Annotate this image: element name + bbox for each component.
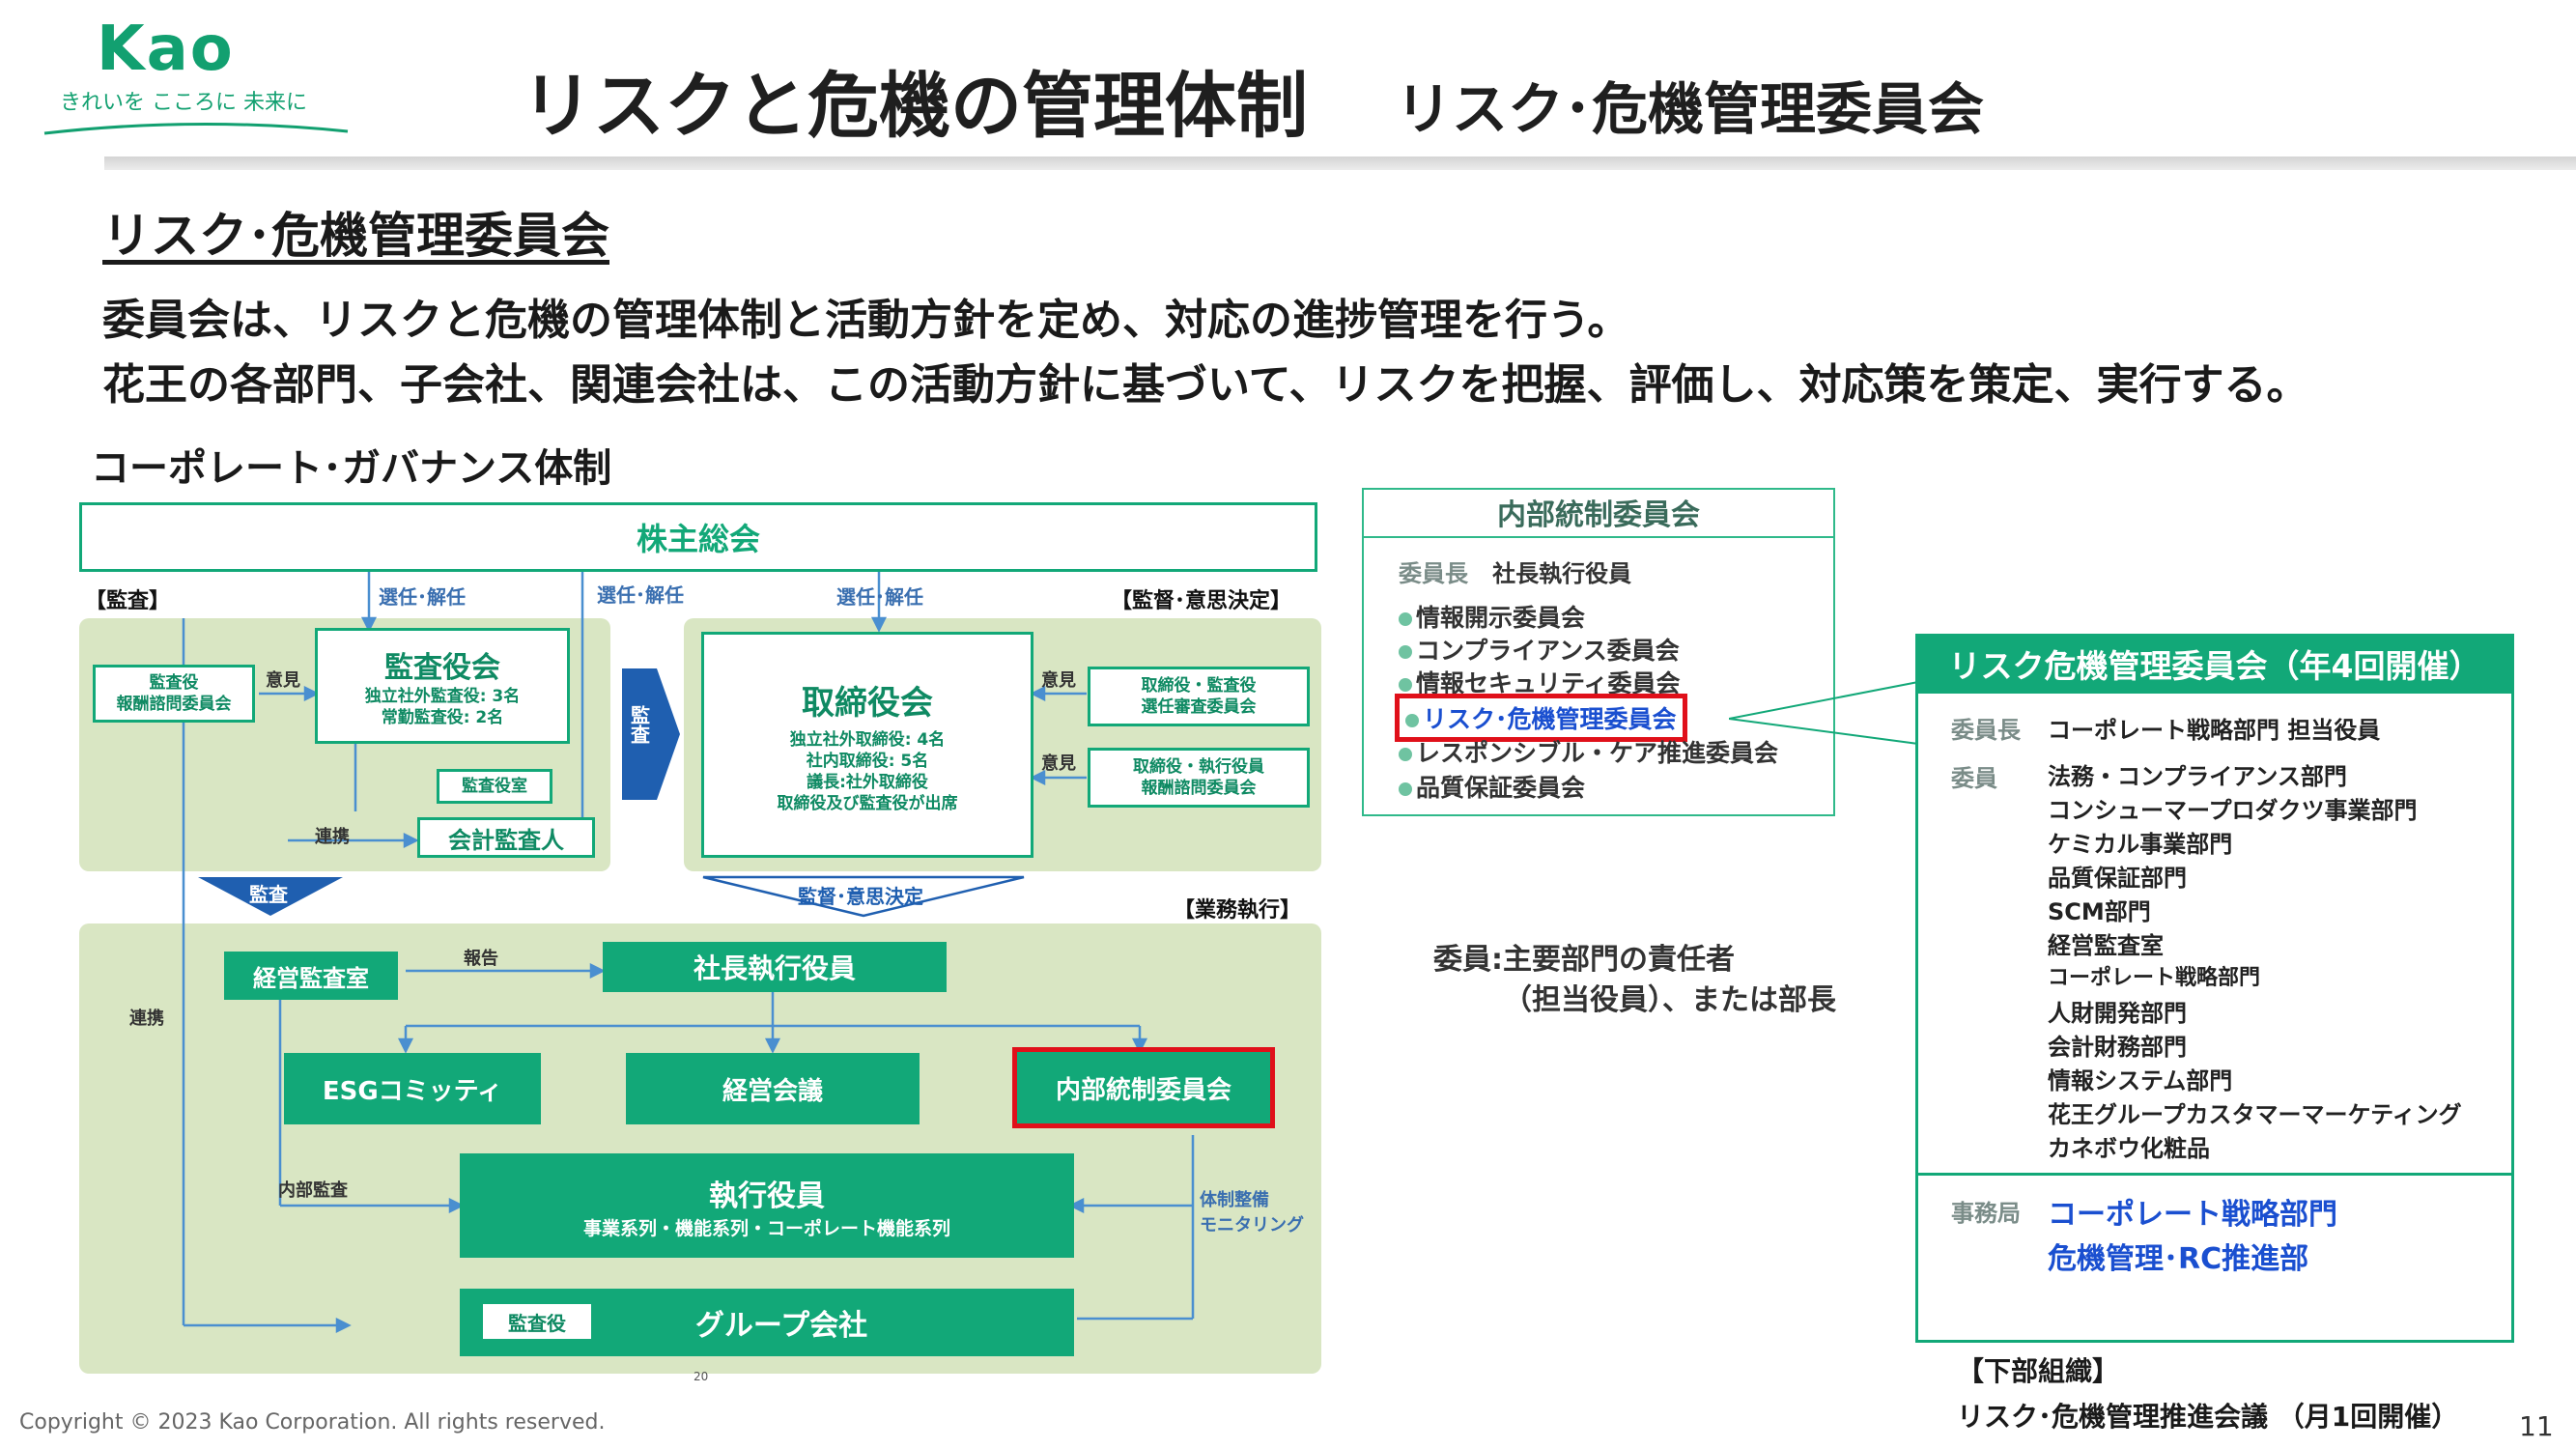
ic-item: 情報セキュリティ委員会 xyxy=(1399,665,1681,699)
board-title: 取締役会 xyxy=(802,683,933,723)
sub-org-heading: 【下部組織】 xyxy=(1957,1355,2120,1387)
label-execution: 【業務執行】 xyxy=(1174,898,1302,923)
page-number: 11 xyxy=(2519,1410,2554,1442)
members-note-line1: 委員:主要部門の責任者 xyxy=(1433,943,1735,977)
rc-divider xyxy=(1915,1173,2514,1176)
group-companies: 監査役 グループ会社 xyxy=(460,1289,1074,1356)
members-note-line2: （担当役員）、または部長 xyxy=(1503,983,1836,1017)
rc-member: コーポレート戦略部門 xyxy=(2048,966,2261,990)
executive-officers: 執行役員 事業系列・機能系列・コーポレート機能系列 xyxy=(460,1153,1074,1258)
audit-chevron-label: 監査 xyxy=(627,705,651,744)
copyright: Copyright © 2023 Kao Corporation. All ri… xyxy=(19,1410,606,1435)
cooperation-label-2: 連携 xyxy=(129,1009,164,1029)
opinion-label-3: 意見 xyxy=(1041,753,1076,774)
ic-item: 品質保証委員会 xyxy=(1399,769,1585,804)
board-of-directors: 取締役会 独立社外取締役: 4名 社内取締役: 5名 議長:社外取締役 取締役及… xyxy=(701,632,1033,858)
report-label: 報告 xyxy=(464,949,498,969)
management-meeting: 経営会議 xyxy=(626,1053,920,1124)
appoint-label-3: 選任･解任 xyxy=(836,585,923,609)
appoint-label-1: 選任･解任 xyxy=(379,585,466,609)
kao-logo: Kao xyxy=(97,14,235,85)
logo-tagline: きれいを こころに 未来に xyxy=(60,91,307,115)
audit-down-label: 監査 xyxy=(249,883,288,906)
accounting-auditor: 会計監査人 xyxy=(417,817,595,858)
rc-member: 情報システム部門 xyxy=(2048,1067,2233,1094)
rc-chair-label: 委員長 xyxy=(1951,717,2021,744)
audit-office: 監査役室 xyxy=(437,769,552,804)
page-subtitle: リスク･危機管理委員会 xyxy=(1396,76,1985,142)
audit-board-line1: 独立社外監査役: 3名 xyxy=(364,687,521,706)
cooperation-label-1: 連携 xyxy=(315,827,350,847)
rc-member: 人財開発部門 xyxy=(2048,1000,2187,1027)
opinion-label-2: 意見 xyxy=(1041,670,1076,691)
logo-swoosh-icon xyxy=(43,122,349,135)
audit-board: 監査役会 独立社外監査役: 3名 常勤監査役: 2名 xyxy=(315,628,570,744)
supervision-down-label: 監督･意思決定 xyxy=(798,885,923,908)
internal-control-title: 内部統制委員会 xyxy=(1362,488,1835,538)
audit-board-line2: 常勤監査役: 2名 xyxy=(381,708,504,727)
shareholders-box: 株主総会 xyxy=(79,502,1317,572)
risk-committee-title: リスク危機管理委員会（年4回開催） xyxy=(1915,634,2514,694)
description-line-2: 花王の各部門、子会社、関連会社は、この活動方針に基づいて、リスクを把握、評価し、… xyxy=(102,360,2309,410)
rc-member: 会計財務部門 xyxy=(2048,1034,2187,1061)
compensation-committee: 取締役・執行役員 報酬諮問委員会 xyxy=(1088,748,1310,808)
audit-board-title: 監査役会 xyxy=(384,651,500,685)
ic-chair-row: 委員長 社長執行役員 xyxy=(1399,560,1632,587)
risk-committee-box xyxy=(1915,634,2514,1343)
source-page-number: 20 xyxy=(694,1370,709,1383)
ic-item: コンプライアンス委員会 xyxy=(1399,632,1680,667)
section-heading: リスク･危機管理委員会 xyxy=(102,208,609,264)
esg-committee: ESGコミッティ xyxy=(284,1053,541,1124)
rc-secretariat-1: コーポレート戦略部門 xyxy=(2048,1198,2337,1232)
rc-members-label: 委員 xyxy=(1951,765,1997,792)
internal-control-committee-highlight: 内部統制委員会 xyxy=(1012,1047,1275,1128)
group-audit-box: 監査役 xyxy=(481,1302,593,1341)
label-supervision: 【監督･意思決定】 xyxy=(1111,589,1292,613)
internal-control-box xyxy=(1362,488,1835,816)
description-line-1: 委員会は、リスクと危機の管理体制と活動方針を定め、対応の進捗管理を行う。 xyxy=(102,296,1630,345)
ic-item: 情報開示委員会 xyxy=(1399,599,1585,634)
label-audit: 【監査】 xyxy=(85,589,171,613)
rc-chair: コーポレート戦略部門 担当役員 xyxy=(2048,717,2381,744)
opinion-label-1: 意見 xyxy=(266,670,300,691)
nomination-committee: 取締役・監査役 選任審査委員会 xyxy=(1088,667,1310,726)
callout-connector xyxy=(1729,681,1919,745)
rc-member: 品質保証部門 xyxy=(2048,865,2187,892)
rc-secretariat-2: 危機管理･RC推進部 xyxy=(2048,1242,2309,1276)
president-box: 社長執行役員 xyxy=(603,942,947,992)
system-monitoring-label: 体制整備 モニタリング xyxy=(1200,1190,1304,1236)
page-title: リスクと危機の管理体制 xyxy=(522,65,1308,148)
rc-member: ケミカル事業部門 xyxy=(2048,831,2233,858)
internal-audit-label: 内部監査 xyxy=(278,1180,348,1201)
governance-title: コーポレート･ガバナンス体制 xyxy=(91,446,612,491)
ic-item-risk-highlight: リスク･危機管理委員会 xyxy=(1395,694,1687,742)
rc-member: カネボウ化粧品 xyxy=(2048,1135,2210,1162)
sub-org-text: リスク･危機管理推進会議 （月1回開催） xyxy=(1957,1401,2459,1433)
title-divider xyxy=(104,156,2576,170)
rc-member: コンシューマープロダクツ事業部門 xyxy=(2048,797,2418,824)
auditor-compensation-committee: 監査役 報酬諮問委員会 xyxy=(93,665,255,723)
internal-audit-dept: 経営監査室 xyxy=(224,952,398,1000)
rc-member: SCM部門 xyxy=(2048,898,2151,925)
appoint-label-2: 選任･解任 xyxy=(597,583,684,607)
rc-member: 経営監査室 xyxy=(2048,932,2164,959)
rc-secretariat-label: 事務局 xyxy=(1951,1200,2021,1227)
rc-member: 花王グループカスタマーマーケティング xyxy=(2048,1101,2462,1128)
ic-item: レスポンシブル・ケア推進委員会 xyxy=(1399,734,1778,769)
rc-member: 法務・コンプライアンス部門 xyxy=(2048,763,2347,790)
